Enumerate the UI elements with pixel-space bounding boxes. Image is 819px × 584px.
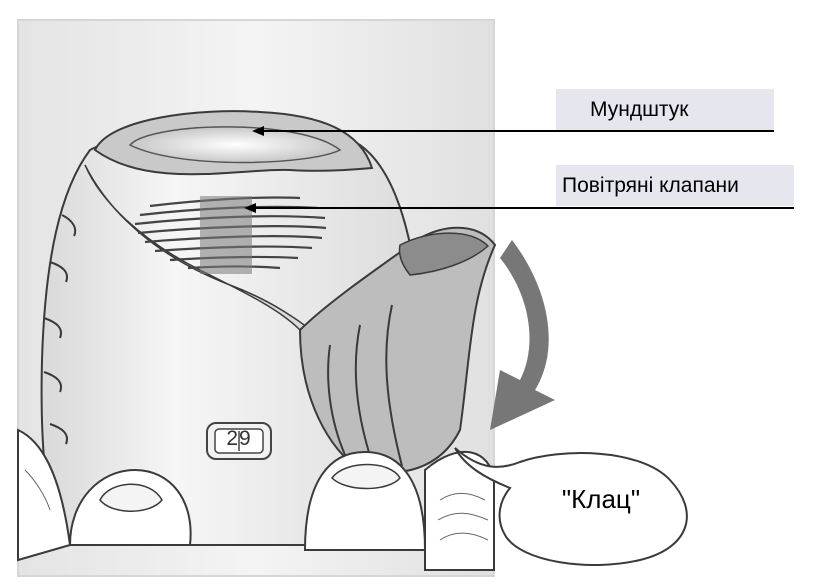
thumb-grip-inner [398, 232, 490, 276]
left-thumbnail [99, 483, 163, 512]
rotation-arrow-icon [490, 240, 555, 430]
click-sound-text: "Клац" [561, 484, 641, 514]
mouthpiece-opening [128, 126, 342, 164]
mouthpiece-label: Мундштук [556, 89, 774, 130]
air-vents-label: Повітряні клапани [556, 165, 794, 206]
vent-center-block [200, 196, 252, 274]
dose-counter-value: 29 [226, 427, 252, 450]
grip-ridges [43, 214, 77, 445]
hand-creases [24, 469, 489, 541]
mouthpiece-label-text: Мундштук [590, 97, 689, 121]
mouthpiece-pointer-arrowhead [252, 126, 264, 136]
click-speech-bubble [454, 447, 688, 566]
thumb-grip-ridges [327, 304, 403, 467]
vents-pointer-arrowhead [244, 203, 256, 213]
hand-right [424, 451, 495, 571]
right-thumbnail [331, 463, 401, 490]
air-vents-label-text: Повітряні клапани [562, 173, 739, 197]
